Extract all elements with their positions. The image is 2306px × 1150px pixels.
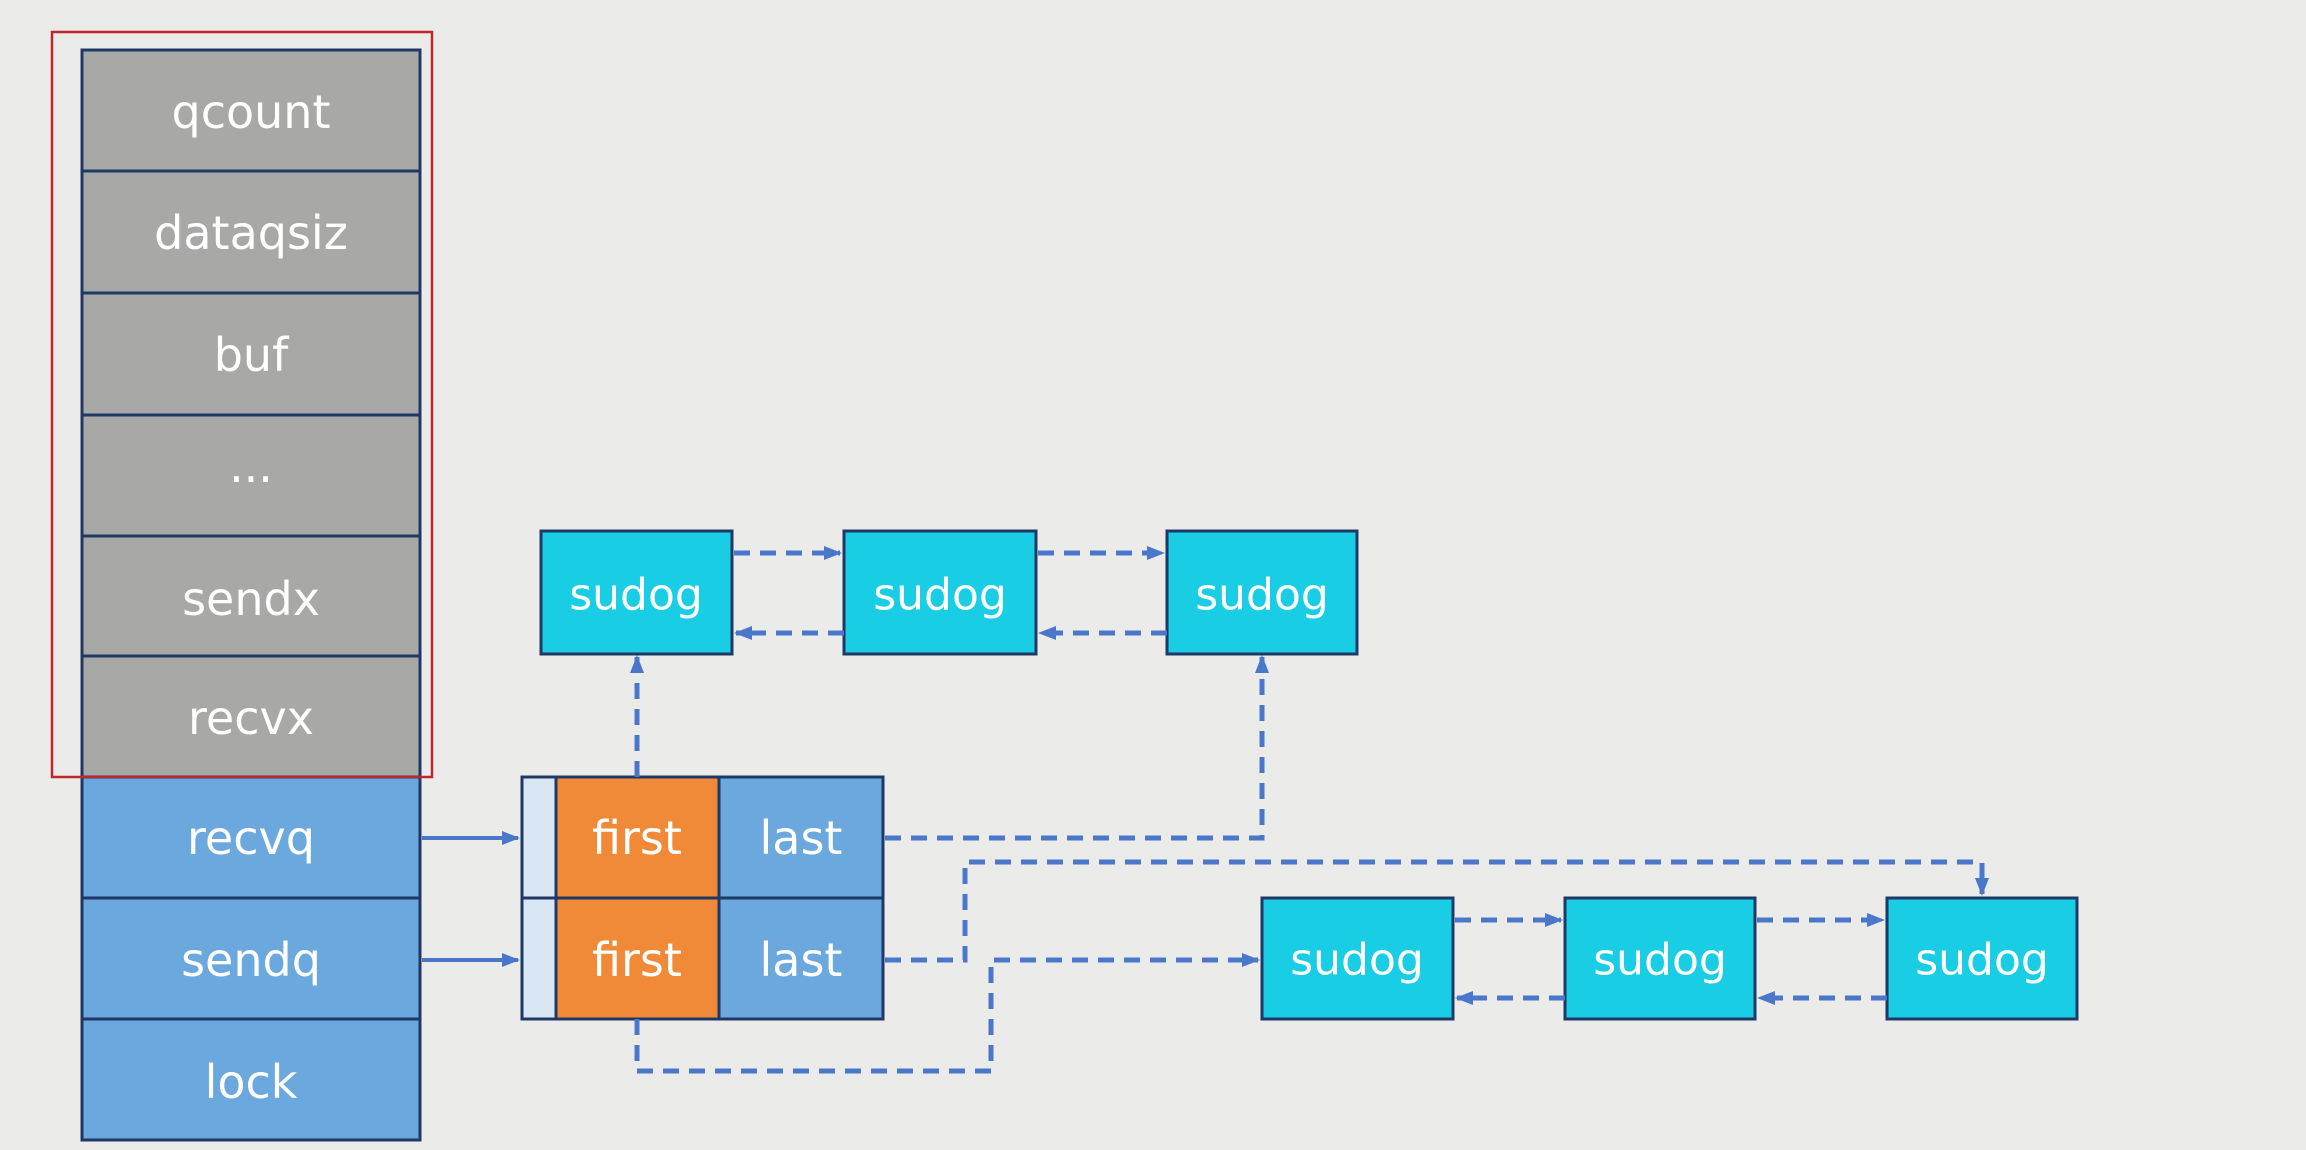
field-buf-label: buf xyxy=(214,328,290,382)
send-sudog-3-label: sudog xyxy=(1915,935,2049,986)
field-lock-label: lock xyxy=(205,1055,298,1109)
sendq-last-label: last xyxy=(760,933,843,987)
field-sendq: sendq xyxy=(80,896,422,1021)
send-sudog-2: sudog xyxy=(1563,896,1757,1021)
send-sudog-3-box xyxy=(1885,896,2079,1021)
buffer-fields-highlight xyxy=(50,30,434,779)
sendq-first-cell xyxy=(554,896,721,1021)
recv-sudog-1-label: sudog xyxy=(569,570,703,621)
recv-sudog-1: sudog xyxy=(539,529,734,656)
field-recvq: recvq xyxy=(80,775,422,900)
sendq-first-label: first xyxy=(592,933,682,987)
field-ellipsis-cell xyxy=(80,413,422,538)
recv-sudog-list: sudog sudog sudog xyxy=(539,529,1359,656)
field-sendx: sendx xyxy=(80,534,422,658)
hchan-fields: qcount dataqsiz buf ... sendx recvx xyxy=(80,48,422,1142)
field-recvx: recvx xyxy=(80,654,422,779)
recv-sudog-2-label: sudog xyxy=(873,570,1007,621)
sendq-waitq: first last xyxy=(520,896,885,1021)
field-sendx-label: sendx xyxy=(182,572,320,626)
recv-sudog-3-label: sudog xyxy=(1195,570,1329,621)
field-buf: buf xyxy=(80,291,422,417)
recvq-last-label: last xyxy=(760,811,843,865)
field-recvx-cell xyxy=(80,654,422,779)
recv-sudog-1-box xyxy=(539,529,734,656)
recvq-last-cell xyxy=(717,775,885,900)
recvq-pad-cell xyxy=(520,775,558,900)
field-buf-cell xyxy=(80,291,422,417)
field-sendq-cell xyxy=(80,896,422,1021)
recv-last-to-sudog-arrow xyxy=(885,655,1269,841)
field-recvx-label: recvx xyxy=(188,691,314,745)
send-sudog-1-box xyxy=(1260,896,1455,1021)
recvq-waitq: first last xyxy=(520,775,885,900)
send-sudog-3: sudog xyxy=(1885,896,2079,1021)
send-sudog-1-label: sudog xyxy=(1290,935,1424,986)
send-sudog-list: sudog sudog sudog xyxy=(1260,896,2079,1021)
field-lock-cell xyxy=(80,1017,422,1142)
field-ellipsis-label: ... xyxy=(229,439,273,493)
recvq-first-label: first xyxy=(592,811,682,865)
recv-sudog-2: sudog xyxy=(842,529,1038,656)
field-dataqsiz: dataqsiz xyxy=(80,169,422,295)
field-ellipsis: ... xyxy=(80,413,422,538)
send-last-to-sudog-arrow xyxy=(885,859,1989,963)
send-sudog-2-box xyxy=(1563,896,1757,1021)
field-dataqsiz-label: dataqsiz xyxy=(154,206,348,260)
send-sudog-2-label: sudog xyxy=(1593,935,1727,986)
sendq-last-cell xyxy=(717,896,885,1021)
field-dataqsiz-cell xyxy=(80,169,422,295)
recv-sudog-2-box xyxy=(842,529,1038,656)
field-recvq-label: recvq xyxy=(187,811,315,865)
send-first-to-sudog-arrow xyxy=(634,953,1260,1074)
field-lock: lock xyxy=(80,1017,422,1142)
recv-sudog-3: sudog xyxy=(1165,529,1359,656)
field-qcount: qcount xyxy=(80,48,422,173)
field-qcount-label: qcount xyxy=(172,85,331,139)
sendq-pad-cell xyxy=(520,896,558,1021)
send-sudog-1: sudog xyxy=(1260,896,1455,1021)
field-sendq-label: sendq xyxy=(181,933,321,987)
recv-sudog-3-box xyxy=(1165,529,1359,656)
field-qcount-cell xyxy=(80,48,422,173)
